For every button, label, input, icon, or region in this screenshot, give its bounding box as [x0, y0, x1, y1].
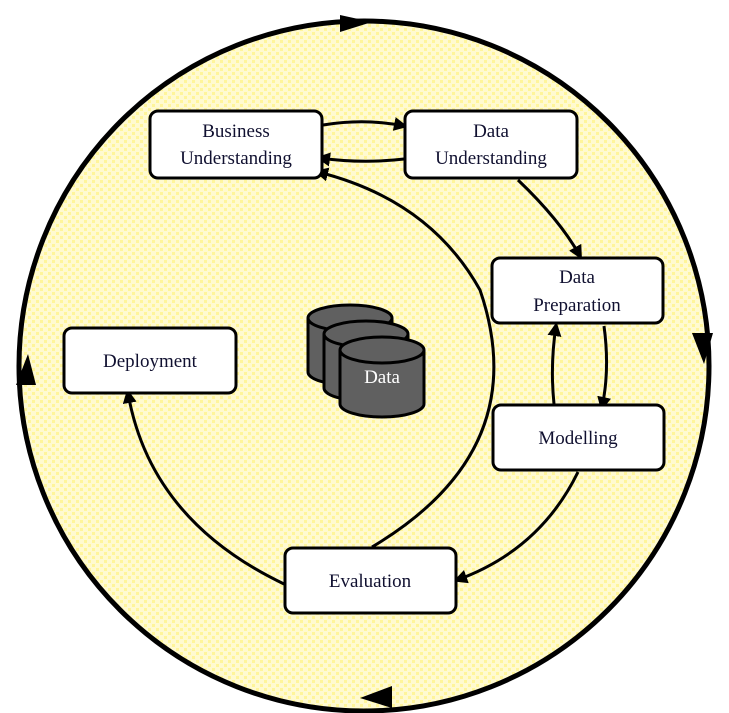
phase-label: Deployment — [103, 351, 198, 372]
phase-label-line2: Preparation — [533, 295, 621, 316]
phase-label-line1: Business — [202, 121, 270, 142]
edge-modelling-to-preparation — [547, 322, 562, 405]
database-icon — [306, 303, 426, 419]
phase-label-line1: Data — [473, 121, 509, 142]
phase-label-line2: Understanding — [435, 148, 547, 169]
outer-arrow-top — [340, 15, 372, 32]
phase-label-line1: Data — [559, 267, 595, 288]
outer-arrow-right — [692, 333, 713, 364]
phase-label: Modelling — [538, 428, 618, 449]
edge-preparation-to-modelling — [597, 325, 611, 411]
outer-cycle-arrows — [16, 15, 713, 708]
edge-evaluation-to-business — [314, 167, 496, 549]
phase-modelling[interactable]: Modelling — [491, 403, 666, 472]
phase-label: Evaluation — [329, 571, 412, 592]
edge-evaluation-to-deployment — [122, 389, 285, 586]
outer-arrow-left — [16, 354, 36, 385]
phase-evaluation[interactable]: Evaluation — [283, 546, 458, 615]
phase-deployment[interactable]: Deployment — [62, 326, 238, 395]
outer-arrow-bottom — [360, 686, 392, 708]
phase-data-preparation[interactable]: Data Preparation — [490, 256, 665, 325]
edge-data-understanding-to-business — [316, 152, 405, 167]
phase-data-understanding[interactable]: Data Understanding — [403, 109, 579, 180]
phase-business-understanding[interactable]: Business Understanding — [148, 109, 324, 180]
data-label: Data — [364, 367, 400, 388]
phase-label-line2: Understanding — [180, 148, 292, 169]
edge-business-to-data-understanding — [322, 117, 408, 131]
edge-modelling-to-evaluation — [453, 471, 580, 584]
edges — [122, 117, 611, 586]
cylinder-front — [338, 335, 426, 419]
edge-data-understanding-to-preparation — [516, 178, 582, 260]
